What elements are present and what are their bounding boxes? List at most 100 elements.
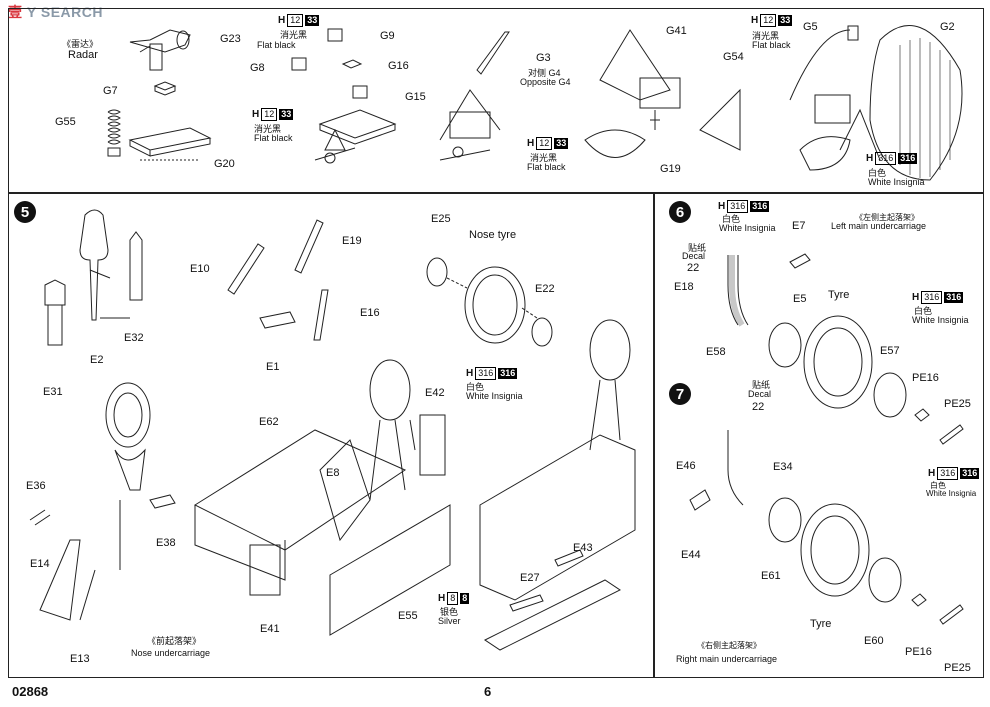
part-pe16-s6: PE16 xyxy=(912,372,939,384)
g3-strut xyxy=(476,31,510,75)
part-e19: E19 xyxy=(342,235,362,247)
part-e42: E42 xyxy=(425,387,445,399)
flat-black-zh-3: 消光黑 xyxy=(530,153,558,163)
e58-hub xyxy=(768,322,802,368)
part-g20: G20 xyxy=(214,158,235,170)
e10-strut xyxy=(227,243,265,295)
decal-zh-s6: 贴纸 xyxy=(688,243,707,253)
part-e22: E22 xyxy=(535,283,555,295)
step5-panel xyxy=(8,192,655,678)
center-cradle xyxy=(318,109,397,145)
nose-undercarriage-zh: 《前起落架》 xyxy=(147,636,202,646)
step-7-badge: 7 xyxy=(669,383,691,405)
pe16-part xyxy=(914,408,930,422)
part-e41: E41 xyxy=(260,623,280,635)
tyre7-art xyxy=(800,503,870,597)
page-number: 6 xyxy=(484,684,492,699)
part-g41: G41 xyxy=(666,25,687,37)
part-e1: E1 xyxy=(266,361,280,373)
silver-en: Silver xyxy=(438,616,461,626)
part-e8: E8 xyxy=(326,467,340,479)
white-en-top: White Insignia xyxy=(868,177,925,187)
part-g5: G5 xyxy=(803,21,818,33)
e36-part xyxy=(29,509,51,526)
white-zh-top: 白色 xyxy=(868,168,887,178)
decal-en-s7: Decal xyxy=(748,389,772,399)
g9-box xyxy=(327,28,343,42)
e31-part xyxy=(44,279,66,346)
g41-frame xyxy=(599,29,671,101)
radar-label-en: Radar xyxy=(68,49,98,61)
g16-part xyxy=(341,59,363,69)
kit-code: 02868 xyxy=(12,684,49,699)
part-e62: E62 xyxy=(259,416,279,428)
pe25-part xyxy=(939,424,964,445)
step6-7-panel xyxy=(653,192,984,678)
white-zh-s7: 白色 xyxy=(930,481,946,490)
radar-assembly xyxy=(129,29,191,71)
part-e2: E2 xyxy=(90,354,104,366)
part-e27: E27 xyxy=(520,572,540,584)
white-zh-s6: 白色 xyxy=(722,214,741,224)
decal-number-s7: 22 xyxy=(752,401,765,413)
e16-strut xyxy=(313,289,329,341)
part-g54: G54 xyxy=(723,51,744,63)
left-main-en: Left main undercarriage xyxy=(831,221,927,231)
e57-hub xyxy=(873,372,907,418)
part-e18: E18 xyxy=(674,281,694,293)
decal-number-s6: 22 xyxy=(687,262,700,274)
opposite-g4-zh: 对侧 G4 xyxy=(528,68,561,78)
part-pe16-s7: PE16 xyxy=(905,646,932,658)
part-e55: E55 xyxy=(398,610,418,622)
part-g2: G2 xyxy=(940,21,955,33)
white-zh-s6b: 白色 xyxy=(914,306,933,316)
radar-label-zh: 《雷达》 xyxy=(62,39,99,49)
part-e44: E44 xyxy=(681,549,701,561)
white-en-s7: White Insignia xyxy=(926,489,977,498)
part-e7: E7 xyxy=(792,220,806,232)
part-g3: G3 xyxy=(536,52,551,64)
flat-black-en-3: Flat black xyxy=(527,162,566,172)
e34-strut xyxy=(727,430,744,506)
part-e13: E13 xyxy=(70,653,90,665)
e19-strut xyxy=(294,219,324,274)
e55-wall xyxy=(329,504,451,636)
step-5-badge: 5 xyxy=(14,201,36,223)
g15-box xyxy=(352,85,368,99)
white-en-s6: White Insignia xyxy=(719,223,776,233)
part-g23: G23 xyxy=(220,33,241,45)
flat-black-zh-2: 消光黑 xyxy=(254,124,282,134)
e2-fork xyxy=(79,209,109,321)
flat-black-en-2: Flat black xyxy=(254,133,293,143)
part-pe25-s6: PE25 xyxy=(944,398,971,410)
e18-strut xyxy=(729,255,745,327)
nose-undercarriage-en: Nose undercarriage xyxy=(131,648,211,658)
g19-panel xyxy=(584,129,646,158)
part-e57: E57 xyxy=(880,345,900,357)
g7-block xyxy=(153,81,177,96)
right-bay xyxy=(479,434,636,601)
part-e38: E38 xyxy=(156,537,176,549)
part-e31: E31 xyxy=(43,386,63,398)
bay-left-wall xyxy=(193,429,407,551)
part-e58: E58 xyxy=(706,346,726,358)
tyre6-art xyxy=(803,315,873,409)
left-main-zh: 《左侧主起落架》 xyxy=(855,213,919,222)
part-e14: E14 xyxy=(30,558,50,570)
e41-door xyxy=(249,544,281,596)
part-g9: G9 xyxy=(380,30,395,42)
g2-dish xyxy=(869,24,963,181)
g8-box xyxy=(291,57,307,71)
part-g8: G8 xyxy=(250,62,265,74)
part-pe25-s7: PE25 xyxy=(944,662,971,674)
nose-tyre-label: Nose tyre xyxy=(469,229,517,241)
white-zh-s5: 白色 xyxy=(466,382,485,392)
